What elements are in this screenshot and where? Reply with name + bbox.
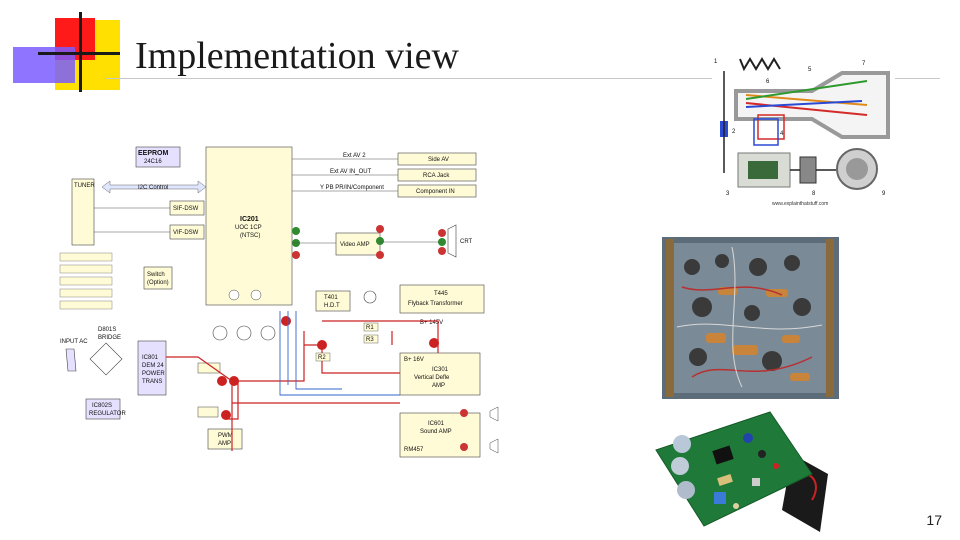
pcb-photo: [652, 410, 832, 538]
video-amp-label: Video AMP: [340, 242, 370, 248]
flyback-label: T445: [434, 291, 448, 297]
crt-label-4: 4: [780, 131, 784, 137]
slide-number: 17: [926, 512, 942, 528]
r3-label: R3: [366, 337, 374, 343]
crt-label-2: 2: [732, 129, 736, 135]
switch-label: Switch: [147, 272, 165, 278]
ic-main-label: IC201: [240, 216, 259, 223]
bridge-sub: BRIDGE: [98, 335, 121, 341]
crt-diagram-svg: 1 2 3 4 5 6 7 8 9 www.explainthatstuff.c…: [714, 57, 890, 207]
crt-label-5: 5: [808, 67, 812, 73]
chassis-photo-svg: [662, 237, 839, 399]
decor-horizontal-line: [38, 52, 120, 55]
tuner-label: TUNER: [74, 183, 95, 189]
i2c-label: I2C Control: [138, 185, 168, 191]
crt-label-9: 9: [882, 191, 886, 197]
smps-label: IC801: [142, 355, 159, 361]
crt-label-7: 7: [862, 61, 866, 67]
side-av-label: Side AV: [428, 157, 449, 163]
ext-av2-label: Ext AV 2: [343, 153, 366, 159]
sif-label: SIF-DSW: [173, 206, 199, 212]
crt-label-8: 8: [812, 191, 816, 197]
crt-label-6: 6: [766, 79, 770, 85]
t401-sub: H.D.T: [324, 303, 340, 309]
eeprom-label: EEPROM: [138, 150, 169, 157]
audio-label: IC601: [428, 421, 445, 427]
reg-label: IC802S: [92, 403, 112, 409]
r2-label: R2: [318, 355, 326, 361]
pwm-label: PWM: [218, 433, 233, 439]
smps-sub1: DEM 24: [142, 363, 164, 369]
audio-sub: Sound AMP: [420, 429, 452, 435]
pcb-photo-svg: [655, 411, 828, 532]
title-rule: [105, 78, 940, 79]
vertical-sub1: Vertical Defle: [414, 375, 450, 381]
vif-label: VIF-DSW: [173, 230, 199, 236]
switch-sub: (Option): [147, 280, 169, 286]
vertical-v: B+ 16V: [404, 357, 424, 363]
vertical-label: IC301: [432, 367, 449, 373]
rm-label: RM457: [404, 447, 424, 453]
reg-sub: REGULATOR: [89, 411, 126, 417]
r1-label: R1: [366, 325, 374, 331]
block-diagram-image: EEPROM 24C16 IC201 UOC 1CP (NTSC) TUNER …: [58, 145, 506, 463]
flyback-v: B+ 145V: [420, 320, 443, 326]
input-ac-label: INPUT AC: [60, 339, 88, 345]
ic-main-sub2: (NTSC): [240, 233, 260, 239]
smps-sub2: POWER: [142, 371, 165, 377]
pwm-sub: AMP: [218, 441, 231, 447]
rca-jack-label: RCA Jack: [423, 173, 450, 179]
crt-credit: www.explainthatstuff.com: [772, 201, 828, 207]
ext-av-in-out-label: Ext AV IN_OUT: [330, 169, 372, 175]
ic-main-sub1: UOC 1CP: [235, 225, 262, 231]
eeprom-part-label: 24C16: [144, 159, 162, 165]
crt-label: CRT: [460, 239, 473, 245]
component-in-label: Component IN: [416, 189, 455, 195]
crt-label-3: 3: [726, 191, 730, 197]
component-label: Y PB PR/IN/Component: [320, 185, 384, 191]
flyback-sub: Flyback Transformer: [408, 301, 463, 307]
smps-sub3: TRANS: [142, 379, 162, 385]
chassis-photo: [662, 237, 839, 399]
bridge-label: D801S: [98, 327, 116, 333]
t401-label: T401: [324, 295, 338, 301]
block-diagram-svg: EEPROM 24C16 IC201 UOC 1CP (NTSC) TUNER …: [59, 146, 499, 458]
vertical-sub2: AMP: [432, 383, 445, 389]
crt-diagram-image: 1 2 3 4 5 6 7 8 9 www.explainthatstuff.c…: [712, 55, 895, 207]
slide-title: Implementation view: [135, 35, 459, 77]
crt-label-1: 1: [714, 59, 718, 65]
